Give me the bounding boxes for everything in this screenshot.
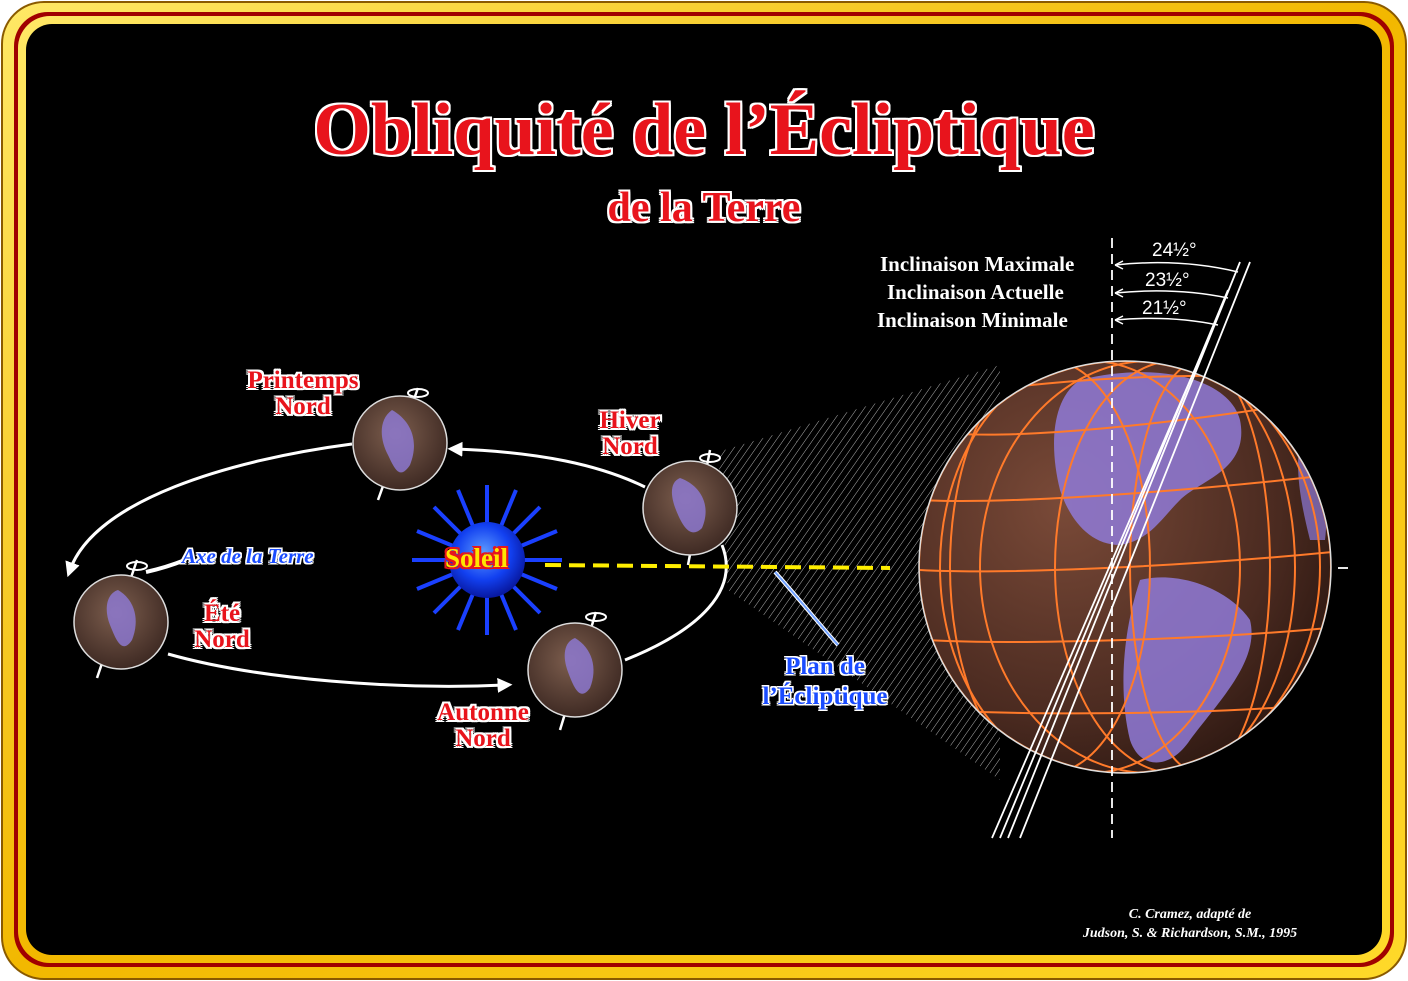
tilt-arcs	[1114, 260, 1239, 326]
credit: C. Cramez, adapté de Judson, S. & Richar…	[1082, 907, 1298, 941]
label-max-inclination: Inclinaison Maximale	[880, 252, 1075, 276]
sun-label: Soleil	[445, 543, 509, 573]
ecliptic-line	[544, 563, 891, 570]
ecliptic-plane-label: Plan de l’Écliptique	[762, 653, 888, 710]
tilt-axes	[991, 238, 1348, 839]
globe-ete	[73, 559, 169, 679]
label-current-inclination: Inclinaison Actuelle	[887, 280, 1064, 304]
value-current-inclination: 23½°	[1145, 270, 1190, 291]
big-globe	[918, 360, 1332, 774]
page-title: Obliquité de l’Écliptique	[313, 89, 1095, 171]
label-ete: Été Nord	[194, 600, 250, 653]
label-printemps: Printemps Nord	[247, 367, 359, 420]
orbit	[65, 441, 728, 693]
value-max-inclination: 24½°	[1152, 240, 1197, 261]
label-min-inclination: Inclinaison Minimale	[877, 308, 1068, 332]
globe-printemps	[352, 387, 448, 501]
sun-icon	[412, 485, 562, 635]
globe-hiver	[642, 449, 738, 566]
axis-label: Axe de la Terre	[182, 544, 314, 568]
label-autonne: Autonne Nord	[437, 699, 529, 752]
value-min-inclination: 21½°	[1142, 298, 1187, 319]
axis-pointer	[145, 558, 186, 574]
globe-autonne	[527, 611, 623, 731]
projection-cone	[718, 365, 1000, 780]
label-hiver: Hiver Nord	[599, 407, 661, 460]
page-subtitle: de la Terre	[607, 185, 801, 231]
